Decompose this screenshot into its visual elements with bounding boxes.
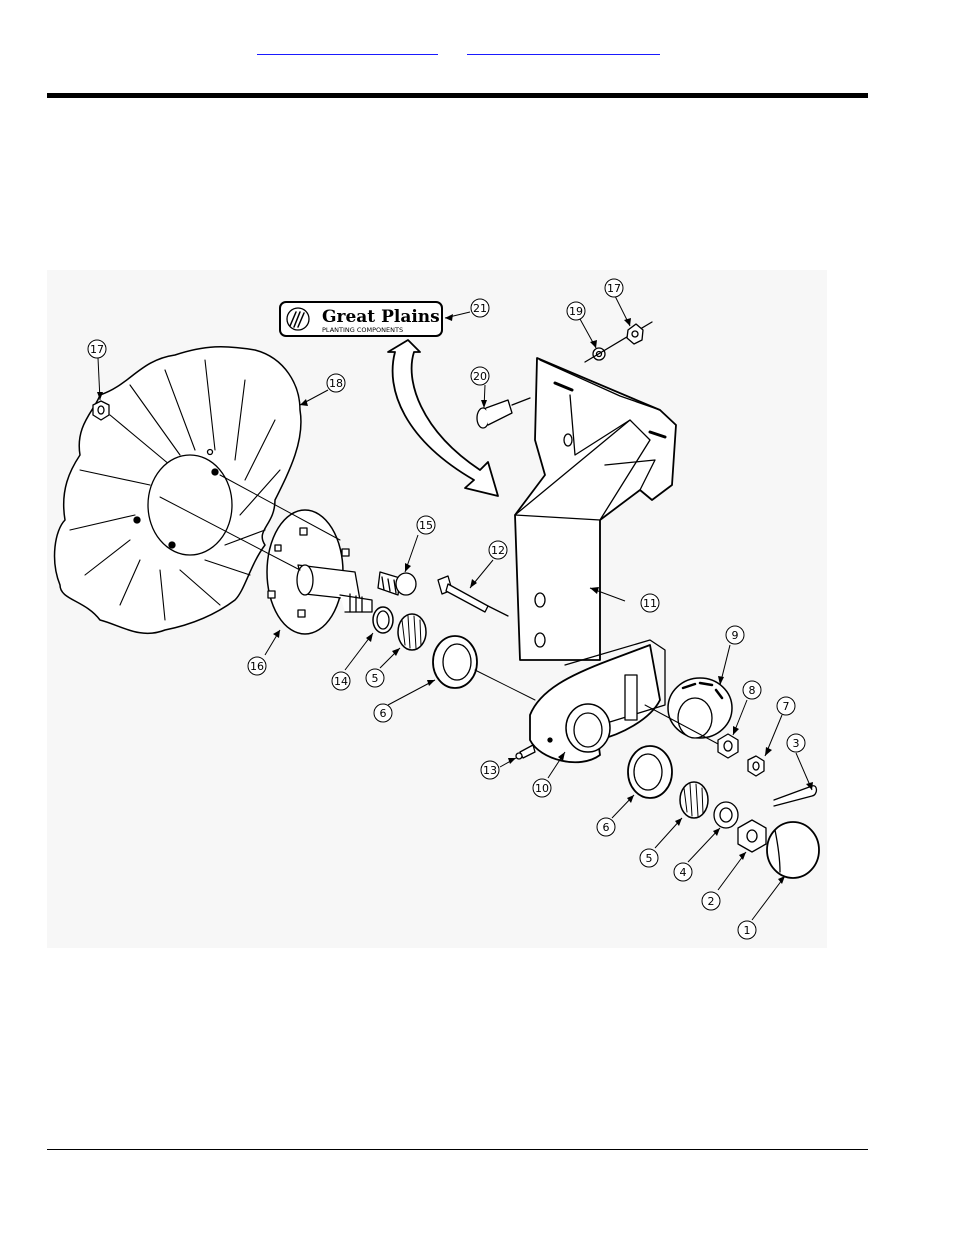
- callout-c1: 1: [737, 920, 757, 940]
- callout-c9: 9: [725, 625, 745, 645]
- callout-c8: 8: [742, 680, 762, 700]
- callout-label: 21: [473, 302, 487, 315]
- callout-label: 10: [535, 782, 549, 795]
- callout-c17a: 17: [87, 339, 107, 359]
- callout-c11: 11: [640, 593, 660, 613]
- callout-label: 7: [783, 700, 790, 713]
- callout-c17b: 17: [604, 278, 624, 298]
- callout-c2: 2: [701, 891, 721, 911]
- callout-c19: 19: [566, 301, 586, 321]
- callout-c6b: 6: [596, 817, 616, 837]
- callout-c13: 13: [480, 760, 500, 780]
- callout-circle: [639, 848, 659, 868]
- callout-c12: 12: [488, 540, 508, 560]
- callout-circle: [87, 339, 107, 359]
- callout-label: 5: [372, 672, 379, 685]
- callout-label: 14: [334, 675, 348, 688]
- callout-c7: 7: [776, 696, 796, 716]
- callout-circle: [640, 593, 660, 613]
- callout-c15: 15: [416, 515, 436, 535]
- decal-arrow: [387, 339, 499, 497]
- callout-c18: 18: [326, 373, 346, 393]
- callout-label: 11: [643, 597, 657, 610]
- callout-label: 6: [380, 707, 387, 720]
- callout-circle: [737, 920, 757, 940]
- callout-circle: [331, 671, 351, 691]
- header-rule: [47, 93, 868, 98]
- spindle-arm: [529, 639, 666, 764]
- callout-circle: [776, 696, 796, 716]
- callout-circle: [532, 778, 552, 798]
- callout-c6a: 6: [373, 703, 393, 723]
- callout-label: 6: [603, 821, 610, 834]
- callout-c21: 21: [470, 298, 490, 318]
- callout-label: 5: [646, 852, 653, 865]
- callout-label: 2: [708, 895, 715, 908]
- header-link-left[interactable]: [257, 40, 438, 55]
- callout-label: 1: [744, 924, 751, 937]
- callout-label: 18: [329, 377, 343, 390]
- callout-c5b: 5: [639, 848, 659, 868]
- callout-circle: [596, 817, 616, 837]
- callout-c4: 4: [673, 862, 693, 882]
- callout-circle: [604, 278, 624, 298]
- callout-c10: 10: [532, 778, 552, 798]
- callout-circle: [373, 703, 393, 723]
- callout-label: 8: [749, 684, 756, 697]
- callout-circle: [470, 298, 490, 318]
- callout-circle: [365, 668, 385, 688]
- callout-circle: [247, 656, 267, 676]
- decal-logo: Great Plains PLANTING COMPONENTS: [279, 301, 443, 337]
- mount-bracket: [514, 357, 677, 661]
- callout-label: 19: [569, 305, 583, 318]
- footer-rule: [47, 1149, 868, 1150]
- callout-circle: [470, 366, 490, 386]
- callout-label: 20: [473, 370, 487, 383]
- callout-label: 17: [607, 282, 621, 295]
- callout-label: 13: [483, 764, 497, 777]
- callout-c16: 16: [247, 656, 267, 676]
- callout-label: 3: [793, 737, 800, 750]
- logo-brand: Great Plains: [322, 307, 440, 327]
- callout-circle: [673, 862, 693, 882]
- callout-circle: [566, 301, 586, 321]
- callout-circle: [701, 891, 721, 911]
- callout-label: 16: [250, 660, 264, 673]
- callout-circle: [326, 373, 346, 393]
- header-link-right[interactable]: [467, 40, 660, 55]
- callout-label: 4: [680, 866, 687, 879]
- callout-label: 15: [419, 519, 433, 532]
- callout-label: 17: [90, 343, 104, 356]
- logo-sub: PLANTING COMPONENTS: [322, 326, 403, 334]
- callout-circle: [725, 625, 745, 645]
- callout-label: 12: [491, 544, 505, 557]
- callout-c3: 3: [786, 733, 806, 753]
- callout-label: 9: [732, 629, 739, 642]
- callout-circle: [786, 733, 806, 753]
- callout-c5a: 5: [365, 668, 385, 688]
- callout-circle: [480, 760, 500, 780]
- callout-circle: [488, 540, 508, 560]
- callout-circle: [742, 680, 762, 700]
- callout-circle: [416, 515, 436, 535]
- callout-c20: 20: [470, 366, 490, 386]
- callout-c14: 14: [331, 671, 351, 691]
